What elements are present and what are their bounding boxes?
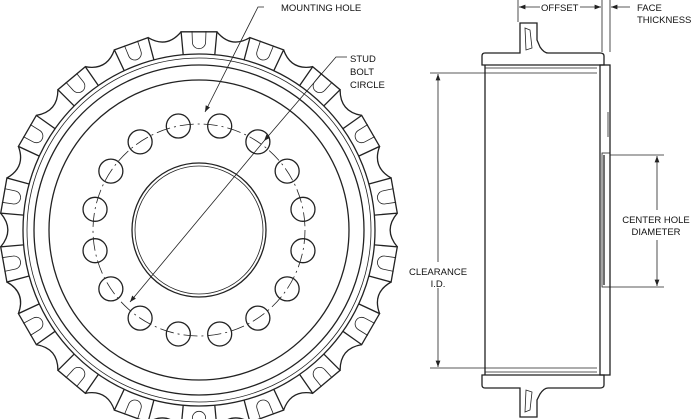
mounting-hole: [245, 305, 271, 331]
cooling-fin: [243, 36, 313, 71]
offset-label: OFFSET: [541, 3, 579, 14]
cooling-fin: [56, 49, 116, 107]
fin-slot: [256, 399, 274, 419]
cooling-fin: [0, 212, 30, 283]
stud-bolt-circle: [92, 123, 306, 337]
cooling-fin: [180, 31, 251, 55]
center-hole-label-1: CENTER HOLE: [622, 215, 690, 226]
cooling-fin: [368, 244, 399, 314]
mounting-hole: [274, 158, 300, 184]
cooling-fin: [299, 65, 362, 117]
mounting-hole: [207, 113, 233, 139]
stud-bolt-circle-leader: [129, 140, 265, 303]
center-hole-label-2: DIAMETER: [631, 227, 680, 238]
mounting-holes: [82, 113, 316, 347]
fin-slot: [312, 72, 333, 94]
mounting-hole: [98, 158, 124, 184]
fin-slot: [1, 255, 21, 272]
mounting-hole: [98, 276, 124, 302]
fin-slot: [23, 124, 44, 144]
mounting-hole: [207, 321, 233, 347]
cooling-fin: [6, 281, 56, 346]
stud-label-2: BOLT: [350, 67, 374, 78]
mounting-hole: [127, 305, 153, 331]
cooling-fin: [227, 389, 285, 419]
clearance-label-2: I.D.: [431, 279, 446, 290]
cooling-fin: [339, 303, 381, 371]
side-view: [481, 22, 611, 418]
fin-slot: [312, 366, 333, 388]
fin-slot: [256, 40, 274, 61]
mounting-hole: [127, 129, 153, 155]
cooling-fin: [113, 31, 182, 71]
fin-slot: [354, 124, 375, 144]
fin-slot: [65, 366, 86, 388]
mounting-hole: [290, 196, 316, 222]
fin-slot: [23, 316, 44, 336]
fin-slot: [124, 399, 142, 419]
mounting-hole-leader: [204, 6, 264, 113]
fin-slot: [377, 188, 397, 205]
mounting-hole: [165, 113, 191, 139]
fin-slot: [354, 316, 375, 336]
cooling-fin: [342, 114, 392, 179]
mounting-hole: [245, 129, 271, 155]
cooling-fin: [368, 177, 399, 248]
cooling-fin: [85, 389, 155, 419]
stud-label-1: STUD: [350, 54, 376, 65]
fin-slot: [1, 188, 21, 205]
center-hole: [131, 162, 267, 298]
fin-slot: [65, 72, 86, 94]
fin-slot: [191, 410, 207, 419]
mounting-hole: [274, 276, 300, 302]
face-thickness-label-1: FACE: [637, 3, 662, 14]
mounting-hole: [82, 196, 108, 222]
fin-slot: [191, 31, 207, 50]
clearance-label-1: CLEARANCE: [409, 267, 467, 278]
drum-outer-ring: [22, 53, 376, 407]
cooling-fin: [153, 405, 217, 419]
cooling-fin: [17, 89, 59, 157]
cooling-fins: [0, 31, 399, 419]
cooling-fin: [282, 353, 342, 411]
fin-slot: [377, 255, 397, 272]
front-view: [0, 31, 399, 419]
face-thickness-label-2: THICKNESS: [637, 15, 691, 26]
mounting-hole: [82, 238, 108, 264]
cooling-fin: [36, 343, 99, 395]
mounting-hole: [165, 321, 191, 347]
mounting-hole: [290, 238, 316, 264]
fin-slot: [124, 40, 142, 61]
cooling-fin: [0, 146, 30, 216]
mounting-hole-label: MOUNTING HOLE: [281, 3, 361, 14]
drum-face-ring: [48, 79, 350, 381]
stud-label-3: CIRCLE: [350, 80, 385, 91]
